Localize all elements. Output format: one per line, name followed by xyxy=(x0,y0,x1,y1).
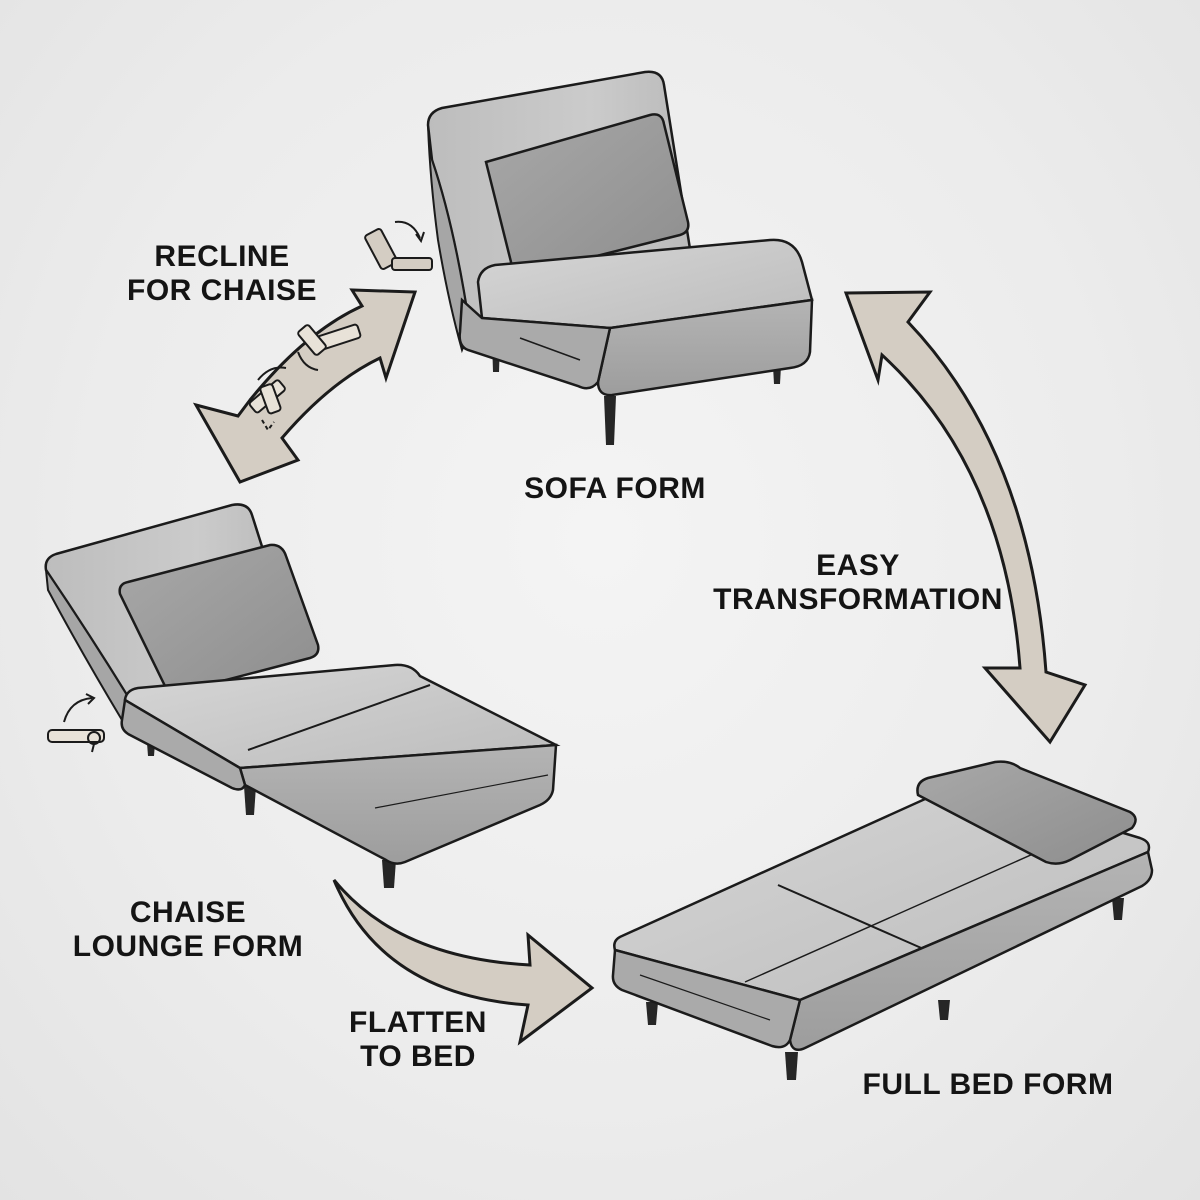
chaise-lounge-illustration xyxy=(44,503,561,888)
recline-arrow xyxy=(192,288,418,484)
easy-transformation-arrow xyxy=(843,290,1088,745)
full-bed-illustration xyxy=(611,760,1154,1080)
lever-hint-icon xyxy=(47,693,105,753)
full-bed-form-label: FULL BED FORM xyxy=(862,1068,1114,1101)
easy-transformation-label: EASY TRANSFORMATION xyxy=(713,549,1003,616)
sofa-form-illustration xyxy=(426,70,814,445)
fold-sequence-icon xyxy=(248,323,362,432)
recline-hint-icon xyxy=(364,220,433,271)
flatten-arrow xyxy=(332,879,595,1046)
chaise-lounge-label: CHAISE LOUNGE FORM xyxy=(72,896,304,963)
recline-label: RECLINE FOR CHAISE xyxy=(126,240,318,307)
flatten-label: FLATTEN TO BED xyxy=(349,1006,487,1073)
sofa-form-label: SOFA FORM xyxy=(524,472,706,505)
